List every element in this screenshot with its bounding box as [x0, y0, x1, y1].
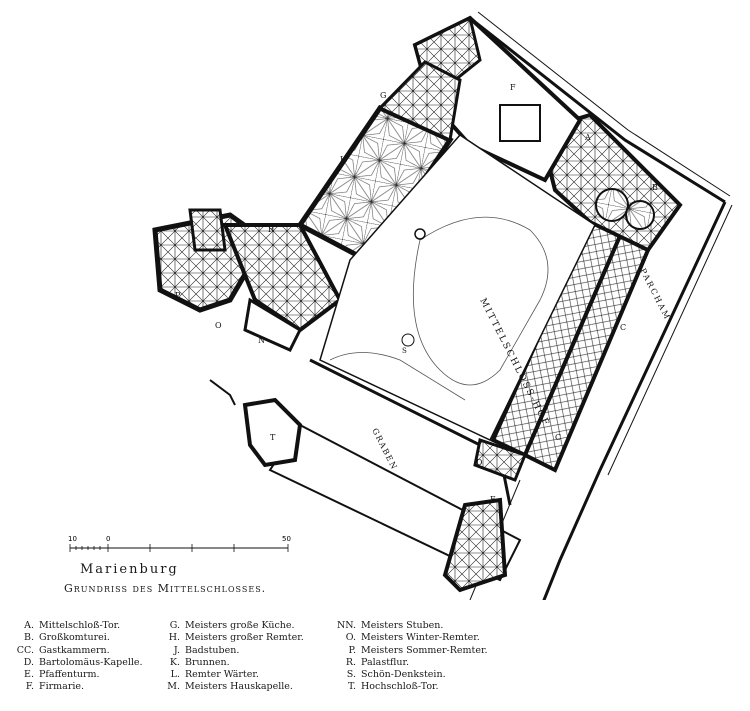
legend-key: T.: [348, 681, 356, 693]
label-r: R: [268, 225, 275, 234]
legend-item: F. Firmarie.: [0, 681, 143, 693]
label-f: F: [510, 83, 516, 92]
legend-text: Gastkammern.: [39, 644, 110, 656]
legend-key: S.: [346, 669, 356, 681]
scale-label-50: 50: [282, 535, 291, 543]
legend-text: Firmarie.: [39, 681, 85, 693]
legend-text: Pfaffenturm.: [39, 669, 100, 681]
parcham-label: PARCHAM: [638, 267, 672, 322]
legend-key: M.: [167, 681, 180, 693]
legend-column-1: A. Mittelschloß-Tor. B. Großkomturei. CC. G…: [0, 620, 143, 694]
legend-column-2: G. Meisters große Küche. H. Meisters große…: [146, 620, 304, 694]
legend-text: Meisters großer Remter.: [185, 632, 304, 644]
legend-key: G.: [169, 620, 180, 631]
scale-label-10: 10: [68, 535, 77, 543]
legend-text: Bartolomäus-Kapelle.: [39, 656, 143, 668]
label-e: E: [490, 495, 496, 504]
label-t: T: [270, 433, 276, 442]
label-h: H: [340, 155, 347, 164]
legend-item: A. Mittelschloß-Tor.: [0, 620, 143, 632]
legend-text: Mittelschloß-Tor.: [39, 620, 121, 631]
legend-item: H. Meisters großer Remter.: [146, 632, 304, 644]
label-b: B: [652, 183, 658, 192]
chapel-block: [473, 438, 527, 482]
legend-text: Meisters Winter-Remter.: [361, 632, 480, 644]
scale-label-0: 0: [106, 535, 110, 543]
scale-bar: 10 0 50: [68, 535, 291, 552]
legend-item: B. Großkomturei.: [0, 632, 143, 644]
legend-text: Remter Wärter.: [185, 669, 259, 681]
legend-key: CC.: [16, 644, 34, 656]
legend-text: Meisters große Küche.: [185, 620, 295, 631]
label-c1: C: [620, 323, 626, 332]
legend-text: Brunnen.: [185, 656, 230, 668]
legend-key: J.: [173, 644, 180, 656]
legend-key: R.: [345, 656, 356, 668]
legend-key: K.: [169, 656, 180, 668]
legend-item: O. Meisters Winter-Remter.: [322, 632, 488, 644]
legend-text: Großkomturei.: [39, 632, 110, 644]
legend-item: E. Pfaffenturm.: [0, 669, 143, 681]
legend-text: Schön-Denkstein.: [361, 669, 446, 681]
legend-item: D. Bartolomäus-Kapelle.: [0, 657, 143, 669]
legend-item: NN. Meisters Stuben.: [322, 620, 488, 632]
floor-plan: MITTELSCHLOSS-HOF GRABEN PARCHAM A B C C…: [68, 11, 733, 600]
legend-item: K. Brunnen.: [146, 657, 304, 669]
legend-item: S. Schön-Denkstein.: [322, 669, 488, 681]
legend-key: H.: [168, 632, 180, 644]
legend-key: B.: [23, 632, 34, 644]
legend-key: A.: [24, 620, 34, 631]
legend-text: Palastflur.: [361, 656, 409, 668]
legend-text: Hochschloß-Tor.: [361, 681, 439, 693]
hochschloss-gate: [209, 379, 303, 468]
palace-block: [152, 208, 343, 352]
legend-text: Meisters Sommer-Remter.: [361, 644, 488, 656]
legend-key: O.: [345, 632, 356, 644]
legend-key: L.: [170, 669, 180, 681]
label-p: P: [175, 291, 181, 300]
legend-item: L. Remter Wärter.: [146, 669, 304, 681]
legend-item: J. Badstuben.: [146, 645, 304, 657]
legend-key: P.: [348, 644, 357, 656]
label-n: N: [258, 336, 265, 345]
courtyard: [319, 134, 596, 441]
legend-item: G. Meisters große Küche.: [146, 620, 304, 632]
parcham-wall: [469, 11, 733, 600]
label-s: S: [402, 347, 407, 355]
legend-text: Badstuben.: [185, 644, 240, 656]
legend-key: F.: [25, 681, 34, 693]
pfaffenturm: [442, 497, 508, 593]
label-g: G: [380, 91, 386, 100]
legend-text: Meisters Hauskapelle.: [185, 681, 293, 693]
label-d: D: [476, 458, 482, 467]
legend-key: D.: [23, 656, 34, 668]
label-a: A: [584, 133, 591, 142]
legend-key: NN.: [336, 620, 356, 631]
legend-item: P. Meisters Sommer-Remter.: [322, 645, 488, 657]
northeast-block: [537, 112, 683, 253]
label-o: O: [215, 321, 222, 330]
legend-item: R. Palastflur.: [322, 657, 488, 669]
legend-key: E.: [24, 669, 34, 681]
legend-item: CC. Gastkammern.: [0, 645, 143, 657]
legend-text: Meisters Stuben.: [361, 620, 444, 631]
legend-item: T. Hochschloß-Tor.: [322, 681, 488, 693]
legend-item: M. Meisters Hauskapelle.: [146, 681, 304, 693]
map-subtitle: Grundriss des Mittelschlosses.: [64, 582, 267, 595]
legend-column-3: NN. Meisters Stuben. O. Meisters Winter-Re…: [322, 620, 488, 694]
label-c2: C: [555, 433, 561, 442]
map-title: Marienburg: [80, 562, 179, 577]
